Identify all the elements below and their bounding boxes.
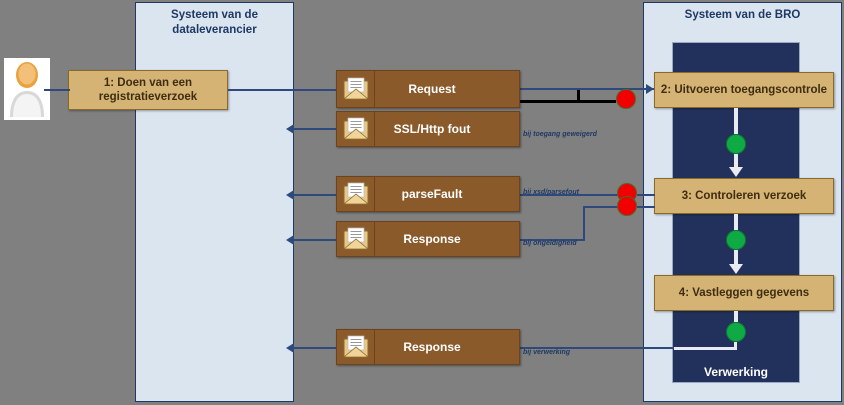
annotation-verwerking: bij verwerking (523, 349, 571, 356)
verwerking-label: Verwerking (703, 365, 769, 379)
lane-title-line-2: Systeem van de BRO (684, 9, 801, 21)
arrowhead-to-activity2 (646, 84, 654, 94)
green-dot-3 (726, 322, 746, 342)
line-actor-to-activity1 (44, 89, 70, 91)
lane-bro-title: Systeem van de BRO (643, 8, 842, 23)
line-request-to-activity2 (519, 88, 654, 90)
message-label-request: Request (408, 82, 456, 96)
arrowhead-parsefault (286, 190, 294, 200)
line-response-ongeldig-to-elbow (519, 239, 584, 241)
activity-box-3[interactable]: 3: Controleren verzoek (654, 178, 834, 214)
line-sslfout-return (294, 128, 336, 130)
envelope-icon (337, 222, 375, 256)
flow-line-2b (734, 250, 738, 265)
envelope-icon (337, 112, 375, 146)
message-label-sslfout: SSL/Http fout (393, 122, 471, 136)
red-dot-ongeldig (617, 196, 637, 216)
arrowhead-response-ongeldig (286, 235, 294, 245)
line-dot-to-activity3-a (637, 194, 655, 196)
activity-label-2: 2: Uitvoeren toegangscontrole (660, 84, 828, 96)
green-dot-1 (726, 134, 746, 154)
flow-line-2 (734, 214, 738, 230)
line-response-ongeldig-vertical (583, 207, 585, 241)
line-dot-to-activity3-b (637, 206, 655, 208)
message-box-request[interactable]: Request (336, 70, 520, 108)
activity-box-2[interactable]: 2: Uitvoeren toegangscontrole (654, 72, 834, 108)
activity-box-4[interactable]: 4: Vastleggen gegevens (654, 275, 834, 311)
line-activity1-to-request (228, 89, 336, 91)
message-label-response-verwerking: Response (403, 340, 461, 354)
flow-arrowhead-1 (729, 167, 743, 177)
arrowhead-response-verwerking (286, 343, 294, 353)
message-label-response-ongeldig: Response (403, 232, 461, 246)
lane-dataleverancier-title: Systeem van de dataleverancier (135, 8, 294, 38)
message-box-response-verwerking[interactable]: Response (336, 329, 520, 365)
arrowhead-sslfout (286, 124, 294, 134)
line-parsefault-return (294, 194, 336, 196)
flow-line-3-down (734, 342, 737, 350)
annotation-parsefout: bij xsd/parsefout (523, 189, 580, 196)
flow-line-1b (734, 154, 738, 168)
flow-line-1 (734, 108, 738, 134)
activity-box-1[interactable]: 1: Doen van een registratieverzoek (68, 70, 228, 110)
envelope-icon (337, 330, 375, 364)
line-elbow-vertical (577, 89, 580, 103)
line-response-verwerking-long (519, 347, 674, 349)
line-response-ongeldig-to-dot (583, 206, 619, 208)
message-box-parsefault[interactable]: parseFault (336, 176, 520, 212)
envelope-icon (337, 177, 375, 211)
annotation-toegang-geweigerd: bij toegang geweigerd (523, 131, 597, 138)
activity-label-4: 4: Vastleggen gegevens (678, 287, 810, 299)
lane-title-line-1: Systeem van de dataleverancier (171, 9, 258, 36)
envelope-icon (337, 71, 375, 107)
line-response-ongeldig-return (294, 239, 336, 241)
activity-label-1: 1: Doen van een registratieverzoek (98, 77, 198, 103)
line-request-to-elbow (519, 100, 616, 103)
message-box-sslfout[interactable]: SSL/Http fout (336, 111, 520, 147)
message-box-response-ongeldig[interactable]: Response (336, 221, 520, 257)
message-label-parsefault: parseFault (401, 187, 463, 201)
line-parsefault-to-dot (519, 194, 619, 196)
red-dot-toegang (616, 89, 636, 109)
green-dot-2 (726, 230, 746, 250)
actor (4, 58, 50, 120)
actor-icon (10, 62, 44, 117)
annotation-ongeldigheid: bij ongeldigheid (523, 240, 577, 247)
lane-dataleverancier (135, 2, 294, 402)
activity-label-3: 3: Controleren verzoek (681, 190, 807, 202)
flow-arrowhead-2 (729, 264, 743, 274)
flow-line-3-left (674, 347, 737, 350)
line-response-verwerking-return (294, 347, 336, 349)
flow-line-3 (734, 311, 738, 322)
